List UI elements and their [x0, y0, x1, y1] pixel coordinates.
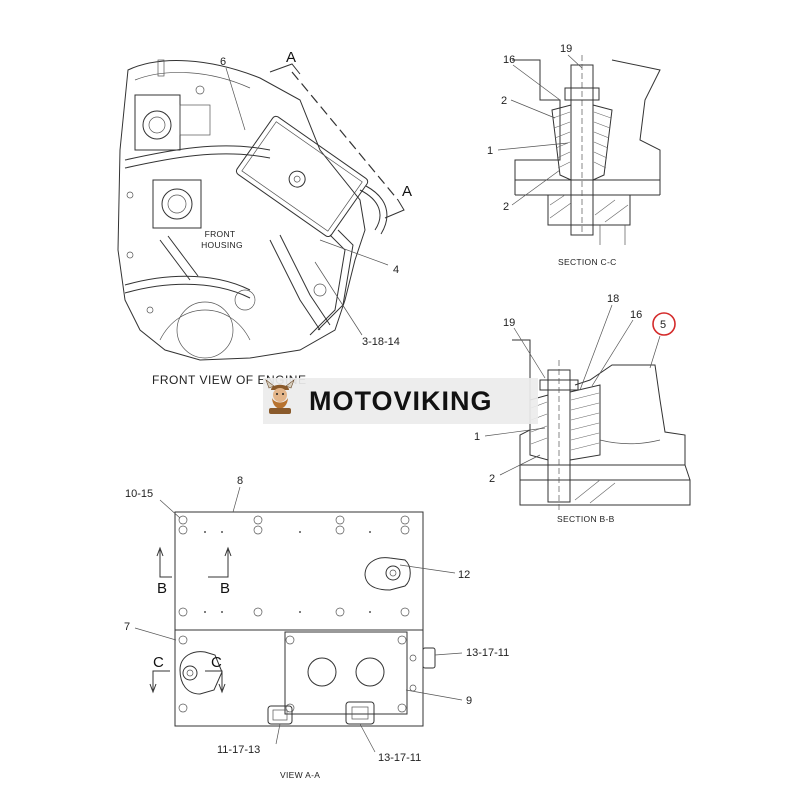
- section-a-letter-bottom: A: [402, 183, 412, 200]
- callout-bb-1: 1: [474, 431, 480, 443]
- section-cc: 19 16 2 1 2 SECTION C-C: [487, 43, 661, 267]
- callout-cc-2b: 2: [503, 201, 509, 213]
- callout-13-17-11-b: 13-17-11: [378, 752, 421, 764]
- callout-cc-2a: 2: [501, 95, 507, 107]
- callout-4: 4: [393, 264, 399, 276]
- callout-3-18-14: 3-18-14: [362, 336, 400, 348]
- callout-cc-1: 1: [487, 145, 493, 157]
- section-c-letter-right: C: [211, 654, 222, 671]
- view-aa-caption: VIEW A-A: [280, 770, 320, 780]
- section-b-letter-left: B: [157, 580, 167, 597]
- callout-bb-18: 18: [607, 293, 619, 305]
- section-bb: 19 18 16 5 1 2 SECTION B-B: [474, 293, 691, 524]
- callout-8: 8: [237, 475, 243, 487]
- watermark-banner: MOTOVIKING: [263, 378, 538, 424]
- callout-10-15: 10-15: [125, 488, 153, 500]
- view-aa: B B C C 10-15 8 12 7 13-17-11 9 11-17-13…: [124, 475, 509, 780]
- callout-7: 7: [124, 621, 130, 633]
- callout-12: 12: [458, 569, 470, 581]
- callout-cc-19: 19: [560, 43, 572, 55]
- callout-6: 6: [220, 56, 226, 68]
- callout-cc-16: 16: [503, 54, 515, 66]
- section-a-letter-top: A: [286, 49, 296, 66]
- front-housing-label-2: HOUSING: [201, 240, 243, 250]
- front-view-engine: FRONT HOUSING A A 6 4 3-18-14 FRONT VIEW…: [117, 49, 412, 387]
- callout-13-17-11-a: 13-17-11: [466, 647, 509, 659]
- callout-bb-5: 5: [660, 319, 666, 331]
- callout-bb-2: 2: [489, 473, 495, 485]
- watermark-brand-text: MOTOVIKING: [309, 385, 493, 416]
- section-cc-caption: SECTION C-C: [558, 257, 617, 267]
- section-b-letter-right: B: [220, 580, 230, 597]
- callout-5-highlight-circle: [652, 312, 676, 336]
- front-housing-label-1: FRONT: [205, 229, 236, 239]
- callout-9: 9: [466, 695, 472, 707]
- section-bb-caption: SECTION B-B: [557, 514, 615, 524]
- callout-bb-19: 19: [503, 317, 515, 329]
- section-c-letter-left: C: [153, 654, 164, 671]
- callout-bb-16: 16: [630, 309, 642, 321]
- callout-11-17-13: 11-17-13: [217, 744, 260, 756]
- viking-logo-icon: [265, 379, 295, 414]
